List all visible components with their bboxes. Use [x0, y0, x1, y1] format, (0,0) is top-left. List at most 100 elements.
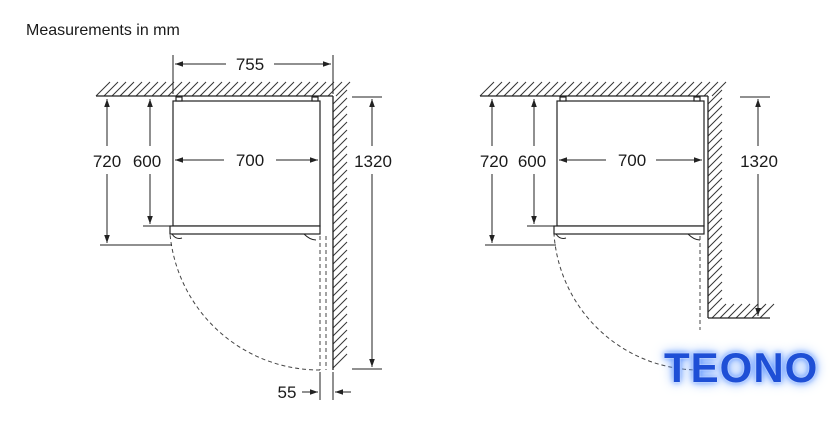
hatch-line	[759, 303, 775, 319]
hatch-line	[707, 129, 723, 145]
hatch-line	[727, 303, 743, 319]
hatch-line	[167, 81, 183, 97]
hatch-line	[332, 217, 348, 233]
hatch-line	[332, 257, 348, 273]
hatch-line	[332, 313, 348, 329]
right-wall-side-hatch	[707, 89, 723, 313]
hatch-line	[332, 121, 348, 137]
right-installation: 720 600 700 1320	[479, 81, 778, 371]
hatch-line	[332, 145, 348, 161]
hatch-line	[311, 81, 327, 97]
hatch-line	[332, 161, 348, 177]
hatch-line	[707, 145, 723, 161]
hatch-line	[332, 353, 348, 369]
hatch-line	[679, 81, 695, 97]
hatch-line	[295, 81, 311, 97]
hatch-line	[332, 193, 348, 209]
hatch-line	[479, 81, 495, 97]
left-handle	[303, 233, 317, 241]
hatch-line	[583, 81, 599, 97]
right-label-720: 720	[480, 152, 508, 171]
hatch-line	[279, 81, 295, 97]
hatch-line	[215, 81, 231, 97]
hatch-line	[111, 81, 127, 97]
hatch-line	[303, 81, 319, 97]
hatch-line	[591, 81, 607, 97]
right-label-600: 600	[518, 152, 546, 171]
hatch-line	[151, 81, 167, 97]
hatch-line	[231, 81, 247, 97]
hatch-line	[332, 209, 348, 225]
hatch-line	[332, 233, 348, 249]
hatch-line	[707, 193, 723, 209]
right-label-1320: 1320	[740, 152, 778, 171]
left-label-55: 55	[278, 383, 297, 402]
hatch-line	[143, 81, 159, 97]
hatch-line	[707, 89, 723, 105]
hatch-line	[711, 81, 727, 97]
hatch-line	[751, 303, 767, 319]
hatch-line	[255, 81, 271, 97]
hatch-line	[707, 257, 723, 273]
right-appliance-body	[556, 100, 705, 227]
hatch-line	[511, 81, 527, 97]
left-hinge	[171, 233, 183, 239]
right-hinge	[555, 233, 567, 239]
hatch-line	[543, 81, 559, 97]
hatch-line	[175, 81, 191, 97]
hatch-line	[703, 81, 719, 97]
hatch-line	[707, 209, 723, 225]
hatch-line	[711, 303, 727, 319]
hatch-line	[743, 303, 759, 319]
right-wall-top-hatch	[479, 81, 727, 97]
hatch-line	[647, 81, 663, 97]
left-label-600: 600	[133, 152, 161, 171]
hatch-line	[707, 233, 723, 249]
hatch-line	[707, 217, 723, 233]
hatch-line	[332, 201, 348, 217]
hatch-line	[707, 273, 723, 289]
hatch-line	[332, 177, 348, 193]
hatch-line	[127, 81, 143, 97]
hatch-line	[183, 81, 199, 97]
hatch-line	[707, 169, 723, 185]
right-label-700: 700	[618, 151, 646, 170]
hatch-line	[707, 97, 723, 113]
hatch-line	[695, 81, 711, 97]
hatch-line	[707, 241, 723, 257]
right-door-swing-arc	[553, 233, 701, 371]
right-spacer-b	[693, 96, 701, 102]
hatch-line	[332, 289, 348, 305]
hatch-line	[535, 81, 551, 97]
hatch-line	[332, 273, 348, 289]
hatch-line	[332, 281, 348, 297]
hatch-line	[631, 81, 647, 97]
hatch-line	[332, 105, 348, 121]
left-label-755: 755	[236, 55, 264, 74]
hatch-line	[527, 81, 543, 97]
hatch-line	[332, 129, 348, 145]
hatch-line	[623, 81, 639, 97]
right-spacer-a	[559, 96, 567, 102]
right-door	[553, 225, 705, 235]
hatch-line	[655, 81, 671, 97]
hatch-line	[707, 113, 723, 129]
hatch-line	[95, 81, 111, 97]
left-door	[169, 225, 321, 235]
hatch-line	[707, 121, 723, 137]
hatch-line	[332, 329, 348, 345]
watermark-logo: TEONO	[664, 344, 819, 391]
hatch-line	[519, 81, 535, 97]
hatch-line	[332, 97, 348, 113]
hatch-line	[707, 265, 723, 281]
hatch-line	[495, 81, 511, 97]
left-label-1320: 1320	[354, 152, 392, 171]
hatch-line	[551, 81, 567, 97]
hatch-line	[159, 81, 175, 97]
hatch-line	[707, 201, 723, 217]
hatch-line	[575, 81, 591, 97]
left-appliance-body	[172, 100, 321, 227]
hatch-line	[332, 137, 348, 153]
hatch-line	[663, 81, 679, 97]
